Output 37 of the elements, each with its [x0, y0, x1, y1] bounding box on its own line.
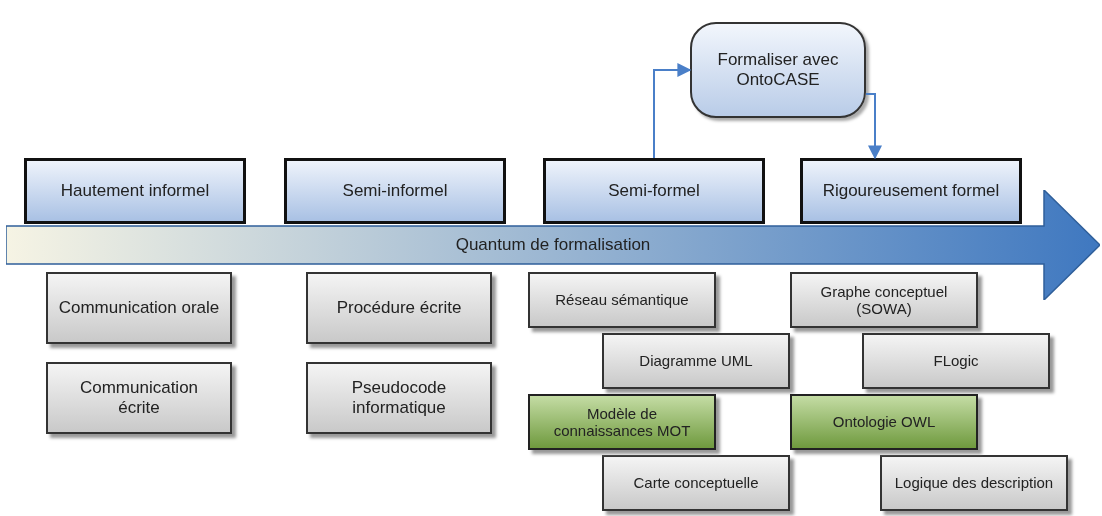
box-label: Semi-informel	[342, 181, 448, 201]
box-label: Communication écrite	[78, 378, 200, 418]
category-box	[800, 158, 1022, 224]
arrow	[653, 63, 692, 159]
arrow	[865, 93, 882, 160]
example-box	[46, 272, 232, 344]
box-label: Ontologie OWL	[832, 413, 936, 431]
example-box	[862, 333, 1050, 389]
box-label: Rigoureusement formel	[822, 181, 1000, 201]
example-box	[880, 455, 1068, 511]
box-label: Modèle de connaissances MOT	[552, 404, 692, 440]
box-label: Quantum de formalisation	[455, 235, 651, 255]
example-box	[528, 272, 716, 328]
example-box	[306, 362, 492, 434]
highlighted-box	[790, 394, 978, 450]
process-box	[690, 22, 866, 118]
category-box	[24, 158, 246, 224]
box-label: Logique des description	[894, 474, 1054, 492]
box-label: Communication orale	[58, 298, 220, 318]
box-label: Formaliser avec OntoCASE	[716, 50, 840, 90]
example-box	[602, 455, 790, 511]
box-label: Pseudocode informatique	[350, 378, 448, 418]
example-box	[46, 362, 232, 434]
box-label: Semi-formel	[608, 181, 700, 201]
box-label: Procédure écrite	[336, 298, 462, 318]
example-box	[306, 272, 492, 344]
highlighted-box	[528, 394, 716, 450]
box-label: Hautement informel	[60, 181, 210, 201]
box-label: FLogic	[933, 352, 979, 370]
category-box	[284, 158, 506, 224]
box-label: Carte conceptuelle	[633, 474, 759, 492]
box-label: Graphe conceptuel (SOWA)	[819, 282, 949, 318]
box-label: Réseau sémantique	[555, 291, 689, 309]
example-box	[790, 272, 978, 328]
example-box	[602, 333, 790, 389]
box-label: Diagramme UML	[639, 352, 753, 370]
category-box	[543, 158, 765, 224]
